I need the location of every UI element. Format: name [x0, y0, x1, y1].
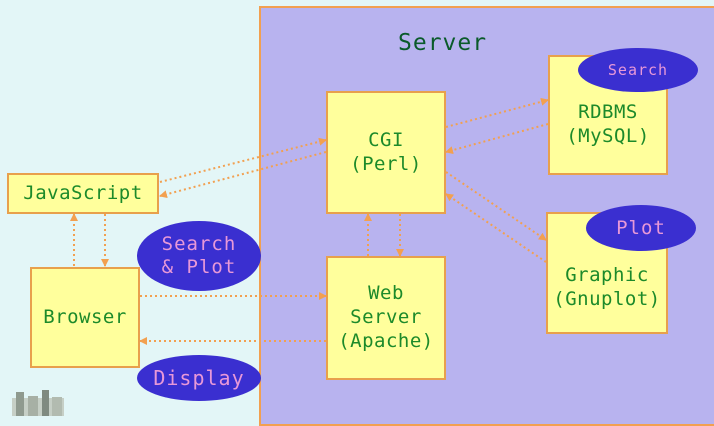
graphic-label-line1: Graphic: [565, 264, 649, 287]
search-plot-badge-line1: Search: [161, 233, 237, 256]
plot-badge: Plot: [586, 205, 696, 251]
webserver-label-line1: Web: [368, 282, 404, 305]
rdbms-label-line1: RDBMS: [578, 101, 638, 124]
javascript-box: JavaScript: [7, 173, 159, 214]
search-plot-badge: Search & Plot: [137, 221, 261, 291]
display-badge-label: Display: [153, 366, 245, 390]
building-thumbnail-icon: [12, 390, 64, 416]
webserver-box: Web Server (Apache): [326, 256, 446, 380]
javascript-label: JavaScript: [23, 181, 143, 204]
cgi-label-line2: (Perl): [350, 152, 422, 175]
display-badge: Display: [137, 355, 261, 401]
browser-label: Browser: [43, 305, 127, 328]
graphic-label-line2: (Gnuplot): [553, 288, 661, 310]
architecture-diagram: Server JavaScript Browser CGI (Perl): [7, 6, 714, 426]
search-badge: Search: [578, 48, 698, 92]
server-title: Server: [398, 30, 488, 56]
cgi-label-line1: CGI: [368, 128, 404, 151]
browser-box: Browser: [30, 267, 140, 368]
webserver-label-line2: Server: [350, 306, 422, 329]
webserver-label-line3: (Apache): [338, 329, 434, 352]
search-badge-label: Search: [607, 61, 669, 79]
cgi-box: CGI (Perl): [326, 91, 446, 214]
rdbms-label-line2: (MySQL): [566, 125, 650, 147]
search-plot-badge-line2: & Plot: [161, 256, 237, 278]
plot-badge-label: Plot: [616, 216, 666, 239]
